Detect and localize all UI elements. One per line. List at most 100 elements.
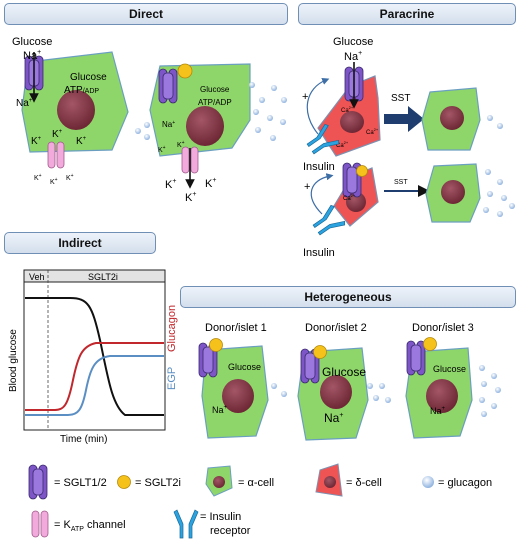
direct2-cell-glucose: Glucose: [200, 85, 230, 94]
sup-plus: +: [55, 177, 58, 183]
sup-plus: +: [172, 178, 176, 185]
svg-text:K+: K+: [158, 145, 166, 154]
ca-text: Ca: [366, 130, 374, 136]
legend-alpha-nucleus: [213, 476, 225, 488]
sglt2i-icon: [313, 345, 327, 359]
k-label: K: [205, 178, 213, 190]
panel-header-indirect: Indirect: [4, 232, 156, 254]
donor-label-1: Donor/islet 1: [205, 322, 267, 334]
sup-plus: +: [212, 177, 216, 184]
sglt2i-icon: [209, 338, 223, 352]
nucleus-paracrine-2: [346, 192, 366, 212]
nucleus-paracrine-target-1: [440, 106, 464, 130]
sup-2plus: 2+: [351, 193, 356, 198]
svg-text:K+: K+: [165, 178, 176, 191]
donor1-na-label: Na: [212, 405, 224, 415]
svg-text:Na+: Na+: [16, 98, 33, 109]
nucleus-donor-1: [222, 379, 254, 413]
svg-text:K+: K+: [34, 173, 42, 182]
sup-plus: +: [358, 50, 362, 57]
legend-insulin-receptor-icon: [173, 509, 199, 539]
paracrine-glucose-label: Glucose: [333, 36, 373, 48]
legend-sglt-icon: [28, 464, 48, 500]
svg-text:= KATP channel: = KATP channel: [54, 519, 126, 533]
svg-text:Na+: Na+: [23, 49, 41, 62]
paracrine-insulin-label-2: Insulin: [303, 247, 335, 259]
ca-text: Ca: [336, 143, 344, 149]
panel-title-heterogeneous: Heterogeneous: [304, 290, 392, 304]
ca-label: Ca2+: [336, 140, 349, 149]
nucleus-direct-2: [186, 106, 224, 146]
paracrine-plus-sign-2: +: [304, 181, 310, 193]
legend-sglt12-label: = SGLT1/2: [54, 477, 107, 489]
donor-label-2: Donor/islet 2: [305, 322, 367, 334]
atp-label: ATP: [198, 98, 213, 107]
panel-header-heterogeneous: Heterogeneous: [180, 286, 516, 308]
direct-glucose-label: Glucose: [12, 36, 52, 48]
sglt2i-icon: [356, 165, 368, 177]
svg-text:ATP/ADP: ATP/ADP: [198, 98, 232, 107]
k-label: K: [185, 192, 193, 204]
sup-plus: +: [38, 136, 42, 142]
k-label: K: [66, 175, 71, 182]
glucagon-line: [25, 342, 164, 411]
sst-arrow-big: [384, 106, 424, 132]
legend-receptor-label: receptor: [210, 525, 251, 537]
legend-glucagon-icon: [422, 476, 434, 488]
svg-text:K+: K+: [66, 173, 74, 182]
ca-text: Ca: [343, 196, 351, 202]
blood-glucose-line: [25, 297, 164, 416]
sup-plus: +: [192, 191, 196, 198]
glucagon-granules-paracrine-2: [483, 169, 515, 217]
glucagon-granules-donor-1: [271, 383, 287, 397]
legend-katp-prefix: = K: [54, 519, 71, 531]
donor3-na-label: Na: [430, 406, 442, 416]
svg-text:K+: K+: [50, 177, 58, 186]
donor1-glucose-label: Glucose: [228, 362, 261, 372]
sup-plus: +: [83, 136, 87, 142]
sup-plus: +: [39, 173, 42, 179]
direct2-na-label: Na: [162, 120, 173, 129]
adp-label: ADP: [215, 98, 231, 107]
legend-insulin-label: = Insulin: [200, 511, 241, 523]
ca-label: Ca2+: [341, 105, 354, 114]
legend-katp-sub: ATP: [71, 526, 84, 533]
glucagon-granules-direct-2: [249, 82, 287, 141]
sglt2i-icon: [177, 63, 193, 79]
ca-label: Ca2+: [343, 193, 356, 202]
k-label: K: [52, 129, 59, 140]
nucleus-paracrine-target-2: [441, 180, 465, 204]
donor3-glucose-label: Glucose: [433, 364, 466, 374]
nucleus-donor-2: [320, 375, 352, 409]
direct-na-inside-label: Na: [16, 98, 29, 109]
svg-text:Na+: Na+: [430, 406, 446, 416]
chart-frame: [23, 269, 166, 431]
k-label: K: [165, 179, 173, 191]
svg-text:K+: K+: [185, 191, 196, 204]
legend-katp-suffix: channel: [84, 519, 126, 531]
legend-katp-icon: [31, 510, 49, 538]
svg-text:K+: K+: [31, 136, 42, 147]
chart-header-bar: [23, 269, 166, 283]
chart-x-axis-label: Time (min): [60, 434, 107, 445]
legend: = SGLT1/2 = SGLT2i = α-cell = δ-cell = g…: [28, 463, 492, 539]
adp-label: ADP: [85, 88, 100, 95]
k-label: K: [31, 136, 38, 147]
donor2-glucose-label: Glucose: [322, 365, 366, 379]
panel-header-direct: Direct: [4, 3, 288, 25]
legend-sglt2i-label: = SGLT2i: [135, 477, 181, 489]
svg-text:Na+: Na+: [162, 120, 175, 129]
panel-title-indirect: Indirect: [58, 236, 102, 250]
legend-glucagon-label: = glucagon: [438, 477, 492, 489]
svg-text:K+: K+: [52, 129, 63, 140]
sglt-icon: [406, 340, 426, 376]
legend-delta-label: = δ-cell: [346, 477, 382, 489]
ca-label: Ca2+: [366, 127, 379, 136]
panel-title-paracrine: Paracrine: [379, 7, 435, 21]
chart-y-axis-label: Blood glucose: [8, 329, 19, 392]
ca-text: Ca: [341, 108, 349, 114]
glucagon-granules-donor-2: [367, 383, 391, 403]
k-label: K: [34, 175, 39, 182]
sup-plus: +: [224, 405, 228, 411]
direct-na-label: Na: [23, 50, 38, 62]
